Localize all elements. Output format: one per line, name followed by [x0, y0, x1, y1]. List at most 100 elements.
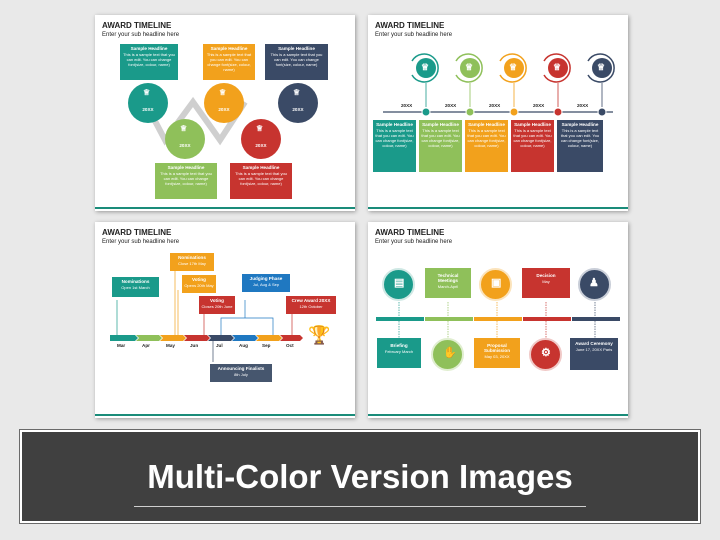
- year-label: 20XX: [255, 143, 267, 148]
- card-bottom-2: Sample Headline This is a sample text th…: [230, 163, 292, 199]
- gear-icon: ⚙: [541, 347, 551, 359]
- year-label: 20XX: [142, 107, 154, 112]
- trophy-icon: ♕: [509, 62, 518, 72]
- milestone-card-proposal-submission: Proposal Submission May 03, 20XX: [474, 338, 520, 368]
- trophy-icon: ♕: [256, 124, 264, 133]
- milestone-detail: March-April: [437, 284, 459, 289]
- slide-award-timeline-arrows[interactable]: AWARD TIMELINE Enter your sub headline h…: [368, 15, 628, 211]
- event-voting-open: Voting Opens 20th May: [182, 275, 216, 293]
- trophy-icon: 🏆: [308, 325, 331, 345]
- card-heading: Sample Headline: [210, 46, 248, 51]
- event-title: Crew Award 20XX: [291, 298, 331, 303]
- milestone-card-award-ceremony: Award Ceremony June 17, 20XX Paris: [570, 338, 618, 370]
- icon-circle-5: ♕: [592, 58, 612, 78]
- card-5: Sample Headline This is a sample text th…: [557, 120, 603, 172]
- year-circle-4: ♕ 20XX: [241, 119, 281, 159]
- month-label: Jun: [190, 343, 199, 348]
- year-label: 20XX: [401, 103, 413, 108]
- milestone-bar: [376, 302, 620, 338]
- month-label: Mar: [117, 343, 126, 348]
- year-label: 20XX: [489, 103, 501, 108]
- event-detail: Opens 20th May: [184, 283, 214, 288]
- event-detail: Closes 20th June: [201, 304, 233, 309]
- people-icon: ♟: [589, 277, 599, 289]
- banner-divider: [134, 506, 586, 507]
- event-nominations-open: Nominations Open 1st March: [112, 277, 159, 297]
- connector-band: [142, 96, 248, 146]
- milestone-title: Award Ceremony: [575, 341, 613, 346]
- icon-circle-3: ♕: [504, 58, 524, 78]
- year-label: 20XX: [218, 107, 230, 112]
- event-detail: Open 1st March: [121, 285, 150, 290]
- event-title: Voting: [210, 298, 224, 303]
- event-voting-close: Voting Closes 20th June: [199, 296, 235, 314]
- slide-subtitle: Enter your sub headline here: [375, 32, 453, 38]
- event-announcing-finalists: Announcing Finalists 8th July: [210, 364, 272, 382]
- trophy-icon: ♕: [421, 62, 430, 72]
- card-text: This is a sample text that you can edit.…: [513, 128, 552, 148]
- event-judging-phase: Judging Phase Jul, Aug & Sep: [242, 274, 290, 292]
- card-text: This is a sample text that you can edit.…: [160, 171, 212, 186]
- trophy-icon: ♕: [465, 62, 474, 72]
- card-2: Sample Headline This is a sample text th…: [419, 120, 462, 172]
- card-text: This is a sample text that you can edit.…: [375, 128, 414, 148]
- card-text: This is a sample text that you can edit.…: [421, 128, 460, 148]
- event-title: Nominations: [178, 255, 206, 260]
- card-text: This is a sample text that you can edit.…: [270, 52, 323, 67]
- milestone-detail: February March: [384, 349, 414, 354]
- year-circle-2: ♕ 20XX: [165, 119, 205, 159]
- icon-circle-2: ♕: [460, 58, 480, 78]
- card-text: This is a sample text that you can edit.…: [123, 52, 175, 67]
- slide-subtitle: Enter your sub headline here: [102, 239, 180, 245]
- event-title: Voting: [192, 277, 206, 282]
- milestone-title: Proposal Submission: [483, 343, 511, 353]
- certificate-icon: ▣: [491, 277, 502, 289]
- card-bottom-1: Sample Headline This is a sample text th…: [155, 163, 217, 199]
- icon-circle-1: ♕: [416, 58, 436, 78]
- month-arrow-bar: [110, 268, 303, 362]
- year-label: 20XX: [445, 103, 457, 108]
- card-text: This is a sample text that you can edit.…: [235, 171, 287, 186]
- month-label: Apr: [142, 343, 150, 348]
- event-detail: 12th October: [299, 304, 323, 309]
- year-circle-5: ♕ 20XX: [278, 83, 318, 123]
- milestone-title: Decision: [536, 273, 556, 278]
- milestone-detail: June 17, 20XX Paris: [575, 347, 613, 352]
- event-detail: Close 17th May: [178, 261, 206, 266]
- milestone-circle-2: ✋: [431, 338, 464, 371]
- slide-title: AWARD TIMELINE: [375, 21, 445, 30]
- trophy-icon: ♕: [597, 62, 606, 72]
- slide-award-timeline-months[interactable]: AWARD TIMELINE Enter your sub headline h…: [95, 222, 355, 418]
- handshake-icon: ✋: [443, 347, 457, 359]
- month-label: Oct: [286, 343, 294, 348]
- card-top-2: Sample Headline This is a sample text th…: [203, 44, 255, 80]
- event-nominations-close: Nominations Close 17th May: [170, 253, 214, 271]
- trophy-icon: ♕: [180, 124, 188, 133]
- slide-subtitle: Enter your sub headline here: [375, 239, 453, 245]
- event-title: Announcing Finalists: [217, 366, 265, 371]
- card-4: Sample Headline This is a sample text th…: [511, 120, 554, 172]
- document-icon: ▤: [394, 277, 405, 289]
- trophy-icon: ♕: [553, 62, 562, 72]
- milestone-title: Briefing: [390, 343, 408, 348]
- card-heading: Sample Headline: [167, 165, 205, 170]
- month-label: Sep: [262, 343, 271, 348]
- milestone-circle-1: ▤: [382, 268, 415, 301]
- card-1: Sample Headline This is a sample text th…: [373, 120, 416, 172]
- timeline-line: [383, 53, 615, 117]
- milestone-circle-3: ▣: [479, 268, 512, 301]
- month-label: Jul: [216, 343, 223, 348]
- year-circle-3: ♕ 20XX: [204, 83, 244, 123]
- slide-award-timeline-milestones[interactable]: AWARD TIMELINE Enter your sub headline h…: [368, 222, 628, 418]
- slide-title: AWARD TIMELINE: [102, 21, 172, 30]
- milestone-title: Technical Meetings: [437, 273, 459, 283]
- year-label: 20XX: [577, 103, 589, 108]
- event-title: Judging Phase: [249, 276, 283, 281]
- year-circle-1: ♕ 20XX: [128, 83, 168, 123]
- card-text: This is a sample text that you can edit.…: [467, 128, 506, 148]
- card-heading: Sample Headline: [422, 122, 459, 127]
- card-text: This is a sample text that you can edit.…: [560, 128, 600, 148]
- milestone-detail: May 03, 20XX: [484, 354, 510, 359]
- milestone-detail: May: [542, 279, 550, 284]
- slide-award-timeline-circles[interactable]: AWARD TIMELINE Enter your sub headline h…: [95, 15, 355, 211]
